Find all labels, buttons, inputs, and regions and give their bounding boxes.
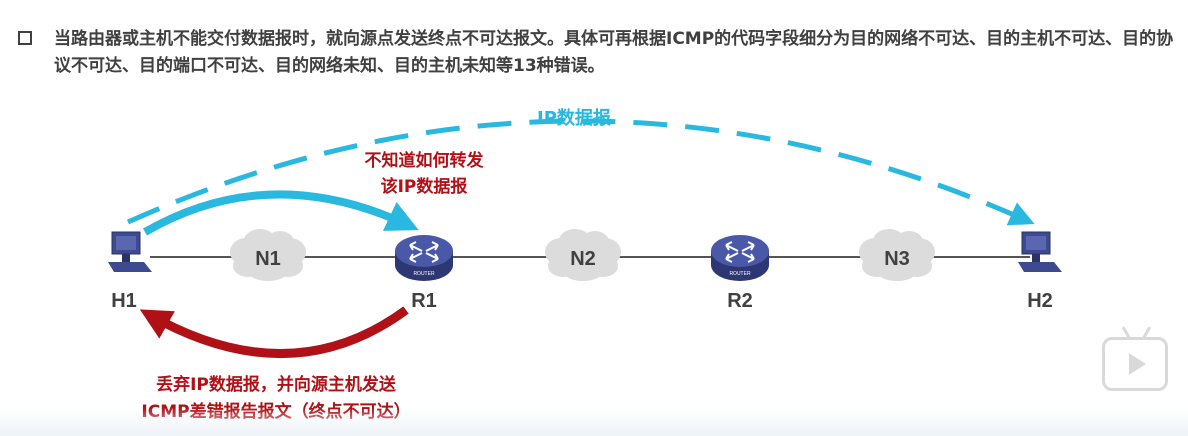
host-h2-label: H2	[1027, 290, 1053, 312]
router-r2-tag: ROUTER	[729, 271, 751, 277]
host-h2-icon	[1018, 231, 1062, 272]
cloud-n3-label: N3	[884, 248, 910, 270]
play-icon	[1129, 353, 1146, 375]
bullet-checkbox-icon	[18, 31, 32, 45]
cloud-n1-label: N1	[255, 248, 281, 270]
router-r2-label: R2	[727, 290, 753, 312]
bullet-paragraph: 当路由器或主机不能交付数据报时，就向源点发送终点不可达报文。具体可再根据ICMP…	[18, 26, 1178, 80]
bottom-gradient-band	[0, 408, 1188, 436]
video-play-button[interactable]	[1102, 326, 1168, 391]
ip-datagram-to-r1-arrow	[143, 190, 419, 236]
discard-label-line1: 丢弃IP数据报，并向源主机发送	[156, 374, 397, 395]
cloud-n2-label: N2	[570, 248, 596, 270]
ip-datagram-label: IP数据报	[537, 107, 611, 129]
router-r1-icon: ROUTER	[395, 235, 453, 281]
router-r1-label: R1	[411, 290, 437, 312]
cannot-forward-label-line1: 不知道如何转发	[365, 150, 485, 171]
cannot-forward-label-line2: 该IP数据报	[381, 176, 468, 197]
router-r2-icon: ROUTER	[711, 235, 769, 281]
router-r1-tag: ROUTER	[413, 271, 435, 277]
host-h1-label: H1	[111, 290, 137, 312]
ip-datagram-dashed-arrow	[126, 118, 1035, 226]
icmp-report-arrow	[139, 306, 409, 358]
host-h1-icon	[108, 231, 152, 272]
bullet-text: 当路由器或主机不能交付数据报时，就向源点发送终点不可达报文。具体可再根据ICMP…	[54, 29, 1174, 76]
